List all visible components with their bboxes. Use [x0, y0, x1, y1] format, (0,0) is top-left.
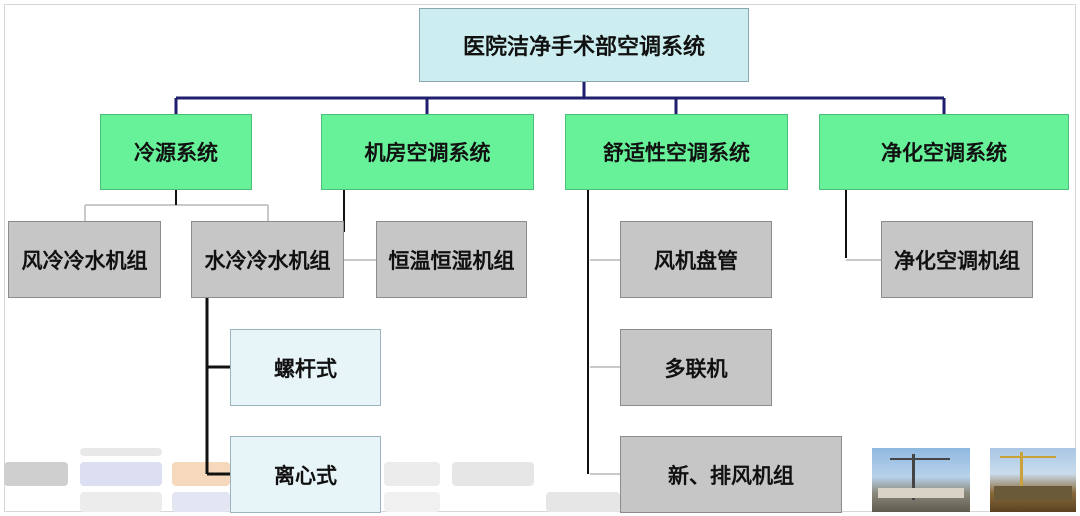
root-node: 医院洁净手术部空调系统	[419, 8, 749, 82]
unit-constant-temp-humidity: 恒温恒湿机组	[376, 221, 527, 298]
unit-fresh-exhaust-air: 新、排风机组	[620, 436, 842, 513]
unit-vrf: 多联机	[620, 329, 772, 406]
construction-photo-right	[990, 448, 1076, 512]
category-purification-ac: 净化空调系统	[819, 114, 1069, 190]
unit-water-cooled-chiller: 水冷冷水机组	[191, 221, 344, 298]
construction-photo-left	[872, 448, 970, 512]
category-comfort-ac: 舒适性空调系统	[565, 114, 788, 190]
subtype-centrifugal: 离心式	[230, 436, 381, 513]
unit-purification-ahu: 净化空调机组	[881, 221, 1033, 298]
category-cold-source: 冷源系统	[100, 114, 252, 190]
unit-fan-coil: 风机盘管	[620, 221, 772, 298]
subtype-screw: 螺杆式	[230, 329, 381, 406]
diagram-frame	[4, 4, 1076, 512]
category-machine-room-ac: 机房空调系统	[321, 114, 534, 190]
unit-air-cooled-chiller: 风冷冷水机组	[8, 221, 161, 298]
